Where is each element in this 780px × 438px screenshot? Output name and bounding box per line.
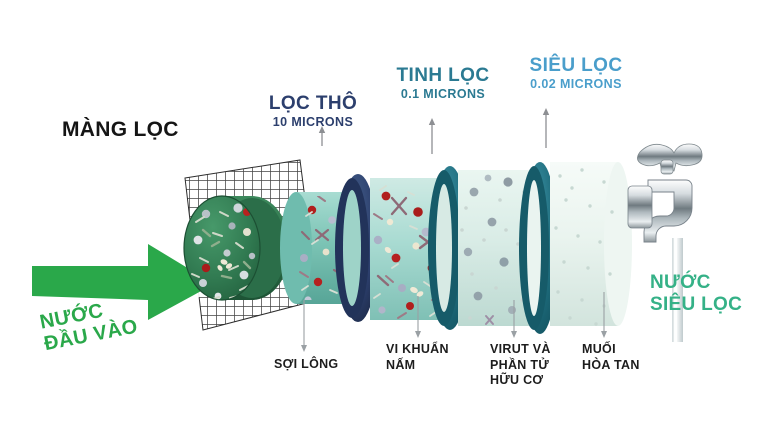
faucet-icon [627, 143, 703, 342]
inlet-arrow [29, 244, 214, 326]
callout-fiber: SỢI LÔNG [274, 357, 339, 371]
ring-ultra [519, 162, 558, 334]
stage-pointers [318, 108, 550, 154]
stage-title-ultra: SIÊU LỌC [529, 55, 623, 76]
ring-coarse [335, 174, 378, 322]
callout-virus: VIRUT VÀ PHẦN TỬ HỮU CƠ [490, 342, 551, 388]
stage-spec-ultra: 0.02 MICRONS [530, 77, 622, 91]
stage-spec-fine: 0.1 MICRONS [400, 87, 486, 101]
segment4-particles [554, 168, 614, 326]
callout-leaders [301, 292, 607, 352]
callout-salt: MUỐI HÒA TAN [582, 342, 640, 372]
stage-title-coarse: LỌC THÔ [268, 93, 358, 114]
filter-segment-clean [550, 162, 632, 326]
stage-title-fine: TINH LỌC [396, 65, 490, 86]
inlet-contaminants [191, 203, 256, 300]
callout-bacteria: VI KHUẨN NẤM [386, 342, 449, 372]
inlet-disk [183, 195, 290, 301]
outlet-label: NƯỚC SIÊU LỌC [650, 272, 743, 316]
membrane-title: MÀNG LỌC [62, 118, 179, 141]
stage-spec-coarse: 10 MICRONS [272, 115, 354, 129]
